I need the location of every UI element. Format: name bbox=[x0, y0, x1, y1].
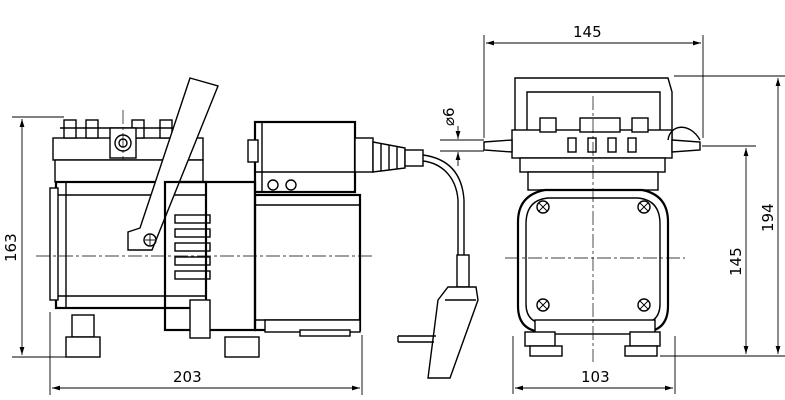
dim-label-163: 163 bbox=[2, 233, 20, 262]
rubber-feet bbox=[65, 299, 351, 358]
dim-diameter-6: ⌀6 bbox=[440, 107, 484, 166]
dim-width-103: 103 bbox=[512, 336, 676, 394]
carry-handle bbox=[127, 77, 219, 251]
inlet-nozzle bbox=[483, 139, 513, 153]
vent-slots bbox=[174, 214, 211, 280]
power-plug bbox=[397, 254, 479, 379]
dim-label-103: 103 bbox=[581, 368, 610, 386]
dim-height-194: 194 bbox=[674, 75, 785, 357]
dim-height-145-front: 145 bbox=[660, 145, 756, 357]
dim-length-203: 203 bbox=[49, 312, 363, 395]
dim-label-203: 203 bbox=[173, 368, 202, 386]
cable-gland bbox=[354, 137, 424, 173]
dim-label-194: 194 bbox=[759, 203, 777, 232]
front-fins bbox=[539, 117, 649, 153]
dim-width-145: 145 bbox=[483, 23, 704, 138]
dim-label-diameter: ⌀6 bbox=[440, 107, 458, 126]
outlet-nozzle bbox=[671, 139, 701, 153]
dim-label-145-side: 145 bbox=[727, 247, 745, 276]
housing-screws bbox=[536, 200, 651, 312]
side-view bbox=[36, 77, 479, 379]
dim-label-145-top: 145 bbox=[573, 23, 602, 41]
power-cable bbox=[422, 154, 465, 255]
dim-height-163: 163 bbox=[2, 116, 70, 358]
front-view bbox=[483, 77, 701, 362]
